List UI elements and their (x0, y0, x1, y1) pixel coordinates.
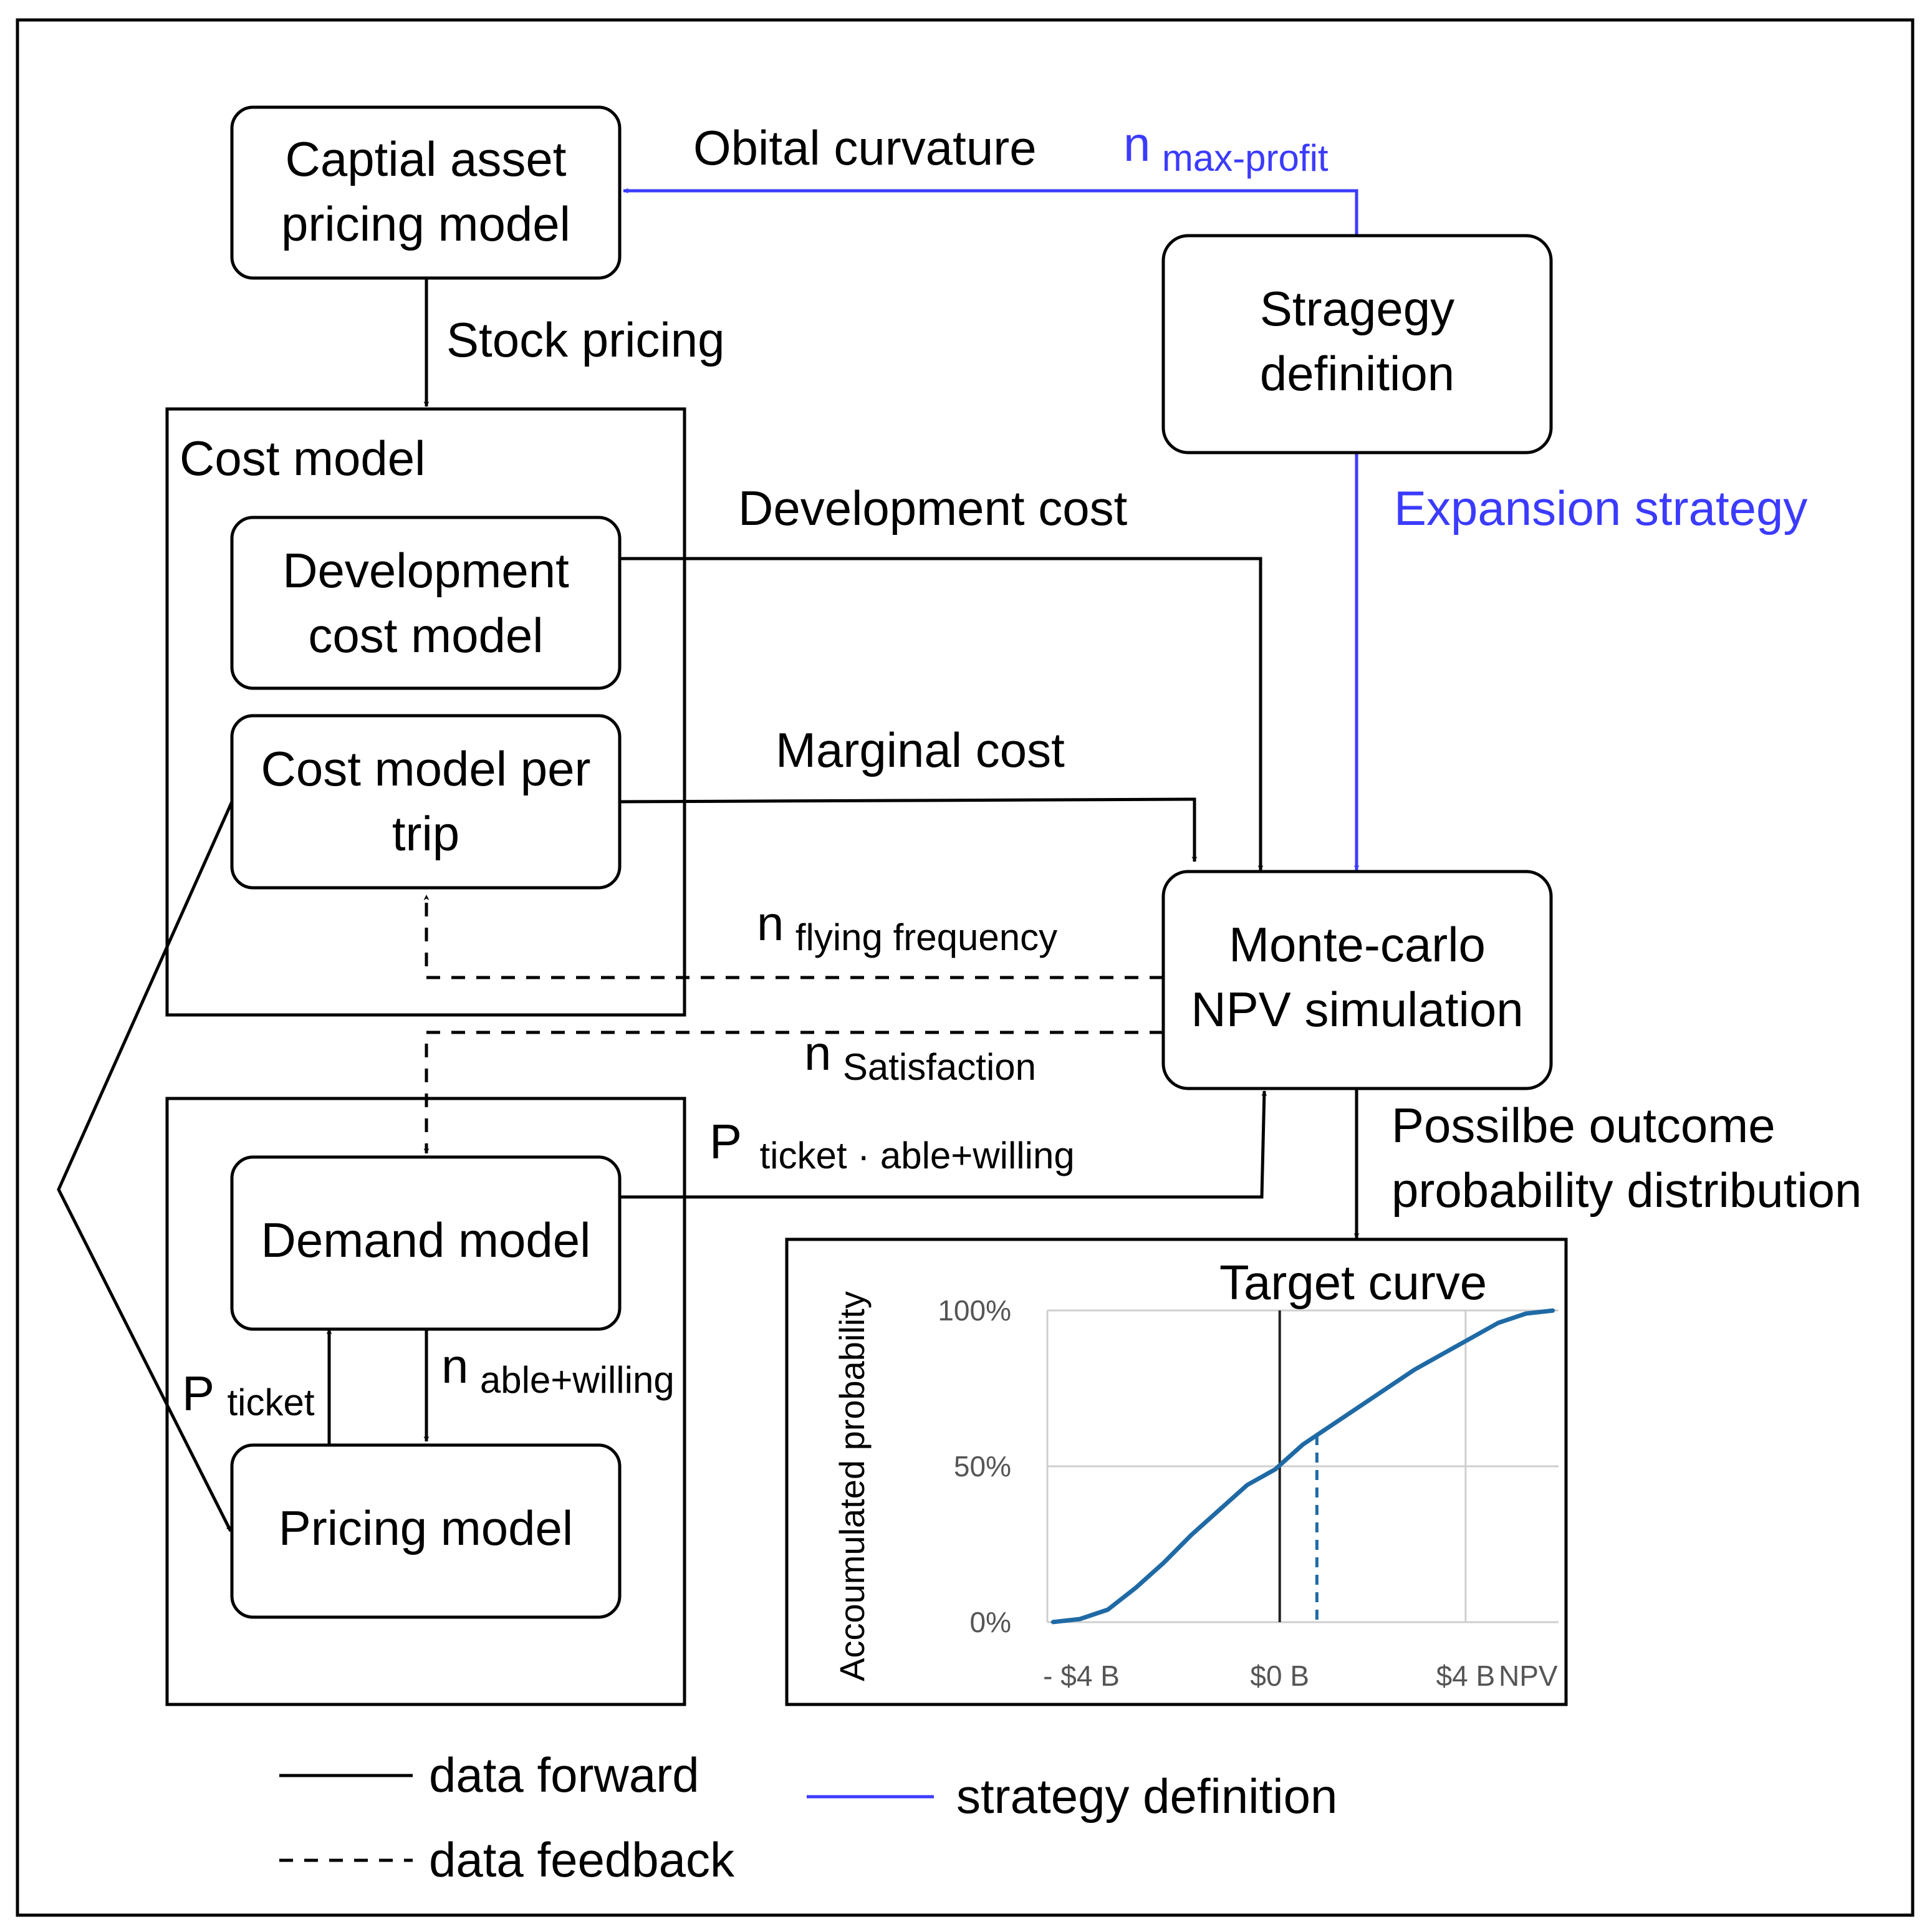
pricing-node: Pricing model (230, 1443, 622, 1619)
edge-demand-to-monte (620, 1090, 1267, 1199)
legend-feedback-label: data feedback (429, 1832, 735, 1887)
chart-ylabel: Accoumulated probability (832, 1291, 872, 1681)
chart-xlabel: NPV (1499, 1660, 1558, 1692)
cost-trip-label-2: trip (392, 806, 459, 861)
label-p-ticket-aw-main: P (709, 1114, 742, 1169)
label-n-fly-main: n (757, 896, 784, 951)
legend-strategy-label: strategy definition (956, 1769, 1337, 1824)
label-expansion: Expansion strategy (1394, 481, 1807, 536)
chart-point-0-17 (1524, 1312, 1527, 1315)
label-n-fly: n flying frequency (757, 896, 1057, 958)
label-marginal: Marginal cost (776, 723, 1065, 777)
monte-label-1: Monte-carlo (1229, 917, 1486, 972)
chart-point-0-6 (1218, 1509, 1221, 1511)
label-p-ticket-main: P (182, 1366, 214, 1421)
chart-point-0-5 (1190, 1534, 1193, 1536)
chart-point-0-14 (1441, 1353, 1444, 1355)
pricing-label: Pricing model (279, 1501, 574, 1555)
label-p-ticket: P ticket (182, 1366, 315, 1423)
label-n-sat-main: n (804, 1026, 831, 1080)
label-n-aw: n able+willing (441, 1338, 675, 1401)
label-stock: Stock pricing (446, 312, 725, 367)
label-n-aw-main: n (441, 1338, 468, 1393)
chart-ytick-2: 100% (938, 1294, 1011, 1327)
chart-ytick-1: 50% (954, 1450, 1011, 1483)
monte-label-2: NPV simulation (1191, 982, 1523, 1037)
label-n-max-sub: max-profit (1162, 137, 1329, 179)
chart-xtick-1: $0 B (1250, 1660, 1309, 1692)
label-n-sat-sub: Satisfaction (843, 1046, 1036, 1088)
monte-node: Monte-carlo NPV simulation (1161, 870, 1553, 1090)
label-n-aw-sub: able+willing (480, 1359, 675, 1401)
label-dev-cost: Development cost (738, 481, 1128, 536)
chart-xtick-2: $4 B (1436, 1660, 1496, 1692)
edge-flying-frequency-feedback (423, 895, 1163, 979)
capm-label-1: Captial asset (286, 132, 567, 186)
label-outcome-2: probability distribution (1391, 1163, 1862, 1218)
chart-grid (1046, 1309, 1559, 1623)
strategy-node: Stragegy definition (1161, 234, 1553, 454)
edge-satisfaction-feedback (423, 1031, 1163, 1154)
connectors (57, 188, 1360, 1532)
chart-point-0-15 (1469, 1337, 1472, 1340)
cost-trip-node: Cost model per trip (230, 714, 622, 890)
dev-cost-node: Development cost model (230, 516, 622, 690)
chart-point-0-11 (1357, 1406, 1360, 1408)
label-p-ticket-aw-sub: ticket · able+willing (759, 1135, 1074, 1176)
capm-node: Captial asset pricing model (230, 105, 622, 280)
label-orbital: Obital curvature (693, 120, 1037, 175)
outer-frame (16, 18, 1915, 1917)
edge-marginal-to-monte (619, 797, 1198, 862)
capm-label-2: pricing model (281, 196, 570, 251)
chart-point-0-7 (1246, 1484, 1249, 1486)
chart-frame (785, 1238, 1568, 1706)
edge-strategy-to-capm (623, 188, 1358, 236)
edge-devcost-to-monte (620, 557, 1264, 871)
cost-model-group: Cost model (165, 407, 686, 1017)
chart-point-0-8 (1274, 1468, 1277, 1471)
chart-point-0-12 (1385, 1387, 1388, 1390)
dev-cost-label-1: Development (282, 543, 569, 598)
chart-point-0-18 (1552, 1309, 1555, 1312)
demand-pricing-group (165, 1097, 686, 1706)
chart-xtick-0: - $4 B (1043, 1660, 1120, 1692)
chart-title: Target curve (1219, 1255, 1487, 1310)
cost-trip-label-1: Cost model per (261, 741, 591, 796)
dev-cost-label-2: cost model (308, 608, 543, 663)
chart-point-0-4 (1162, 1562, 1165, 1564)
label-outcome-1: Possilbe outcome (1391, 1098, 1776, 1153)
demand-label: Demand model (261, 1213, 591, 1267)
chart-point-0-0 (1050, 1621, 1054, 1623)
cost-model-group-label: Cost model (180, 431, 426, 486)
outcome-chart: Target curve Accoumulated probability 0%… (785, 1238, 1568, 1706)
legend-forward-label: data forward (429, 1747, 699, 1802)
chart-point-0-1 (1079, 1618, 1082, 1620)
chart-point-0-2 (1106, 1608, 1109, 1611)
chart-ytick-0: 0% (970, 1606, 1011, 1638)
strategy-label-1: Stragegy (1260, 281, 1454, 336)
chart-curve (1050, 1308, 1555, 1625)
demand-node: Demand model (230, 1155, 622, 1331)
strategy-label-2: definition (1260, 346, 1454, 401)
label-n-fly-sub: flying frequency (795, 916, 1057, 958)
chart-point-0-3 (1134, 1587, 1137, 1589)
chart-point-0-13 (1413, 1368, 1416, 1371)
label-n-max-main: n (1123, 117, 1150, 171)
edge-trip-to-pricing (57, 800, 234, 1532)
chart-point-0-10 (1329, 1425, 1332, 1427)
label-n-max: n max-profit (1123, 117, 1329, 179)
chart-tick-labels: 0% 50% 100% - $4 B $0 B $4 B (938, 1294, 1495, 1692)
label-p-ticket-sub: ticket (227, 1382, 314, 1423)
legend: data forward data feedback strategy defi… (279, 1747, 1337, 1887)
chart-point-0-9 (1302, 1443, 1304, 1446)
label-p-ticket-aw: P ticket · able+willing (709, 1114, 1075, 1176)
chart-point-0-16 (1497, 1322, 1500, 1324)
label-n-sat: n Satisfaction (804, 1026, 1036, 1088)
